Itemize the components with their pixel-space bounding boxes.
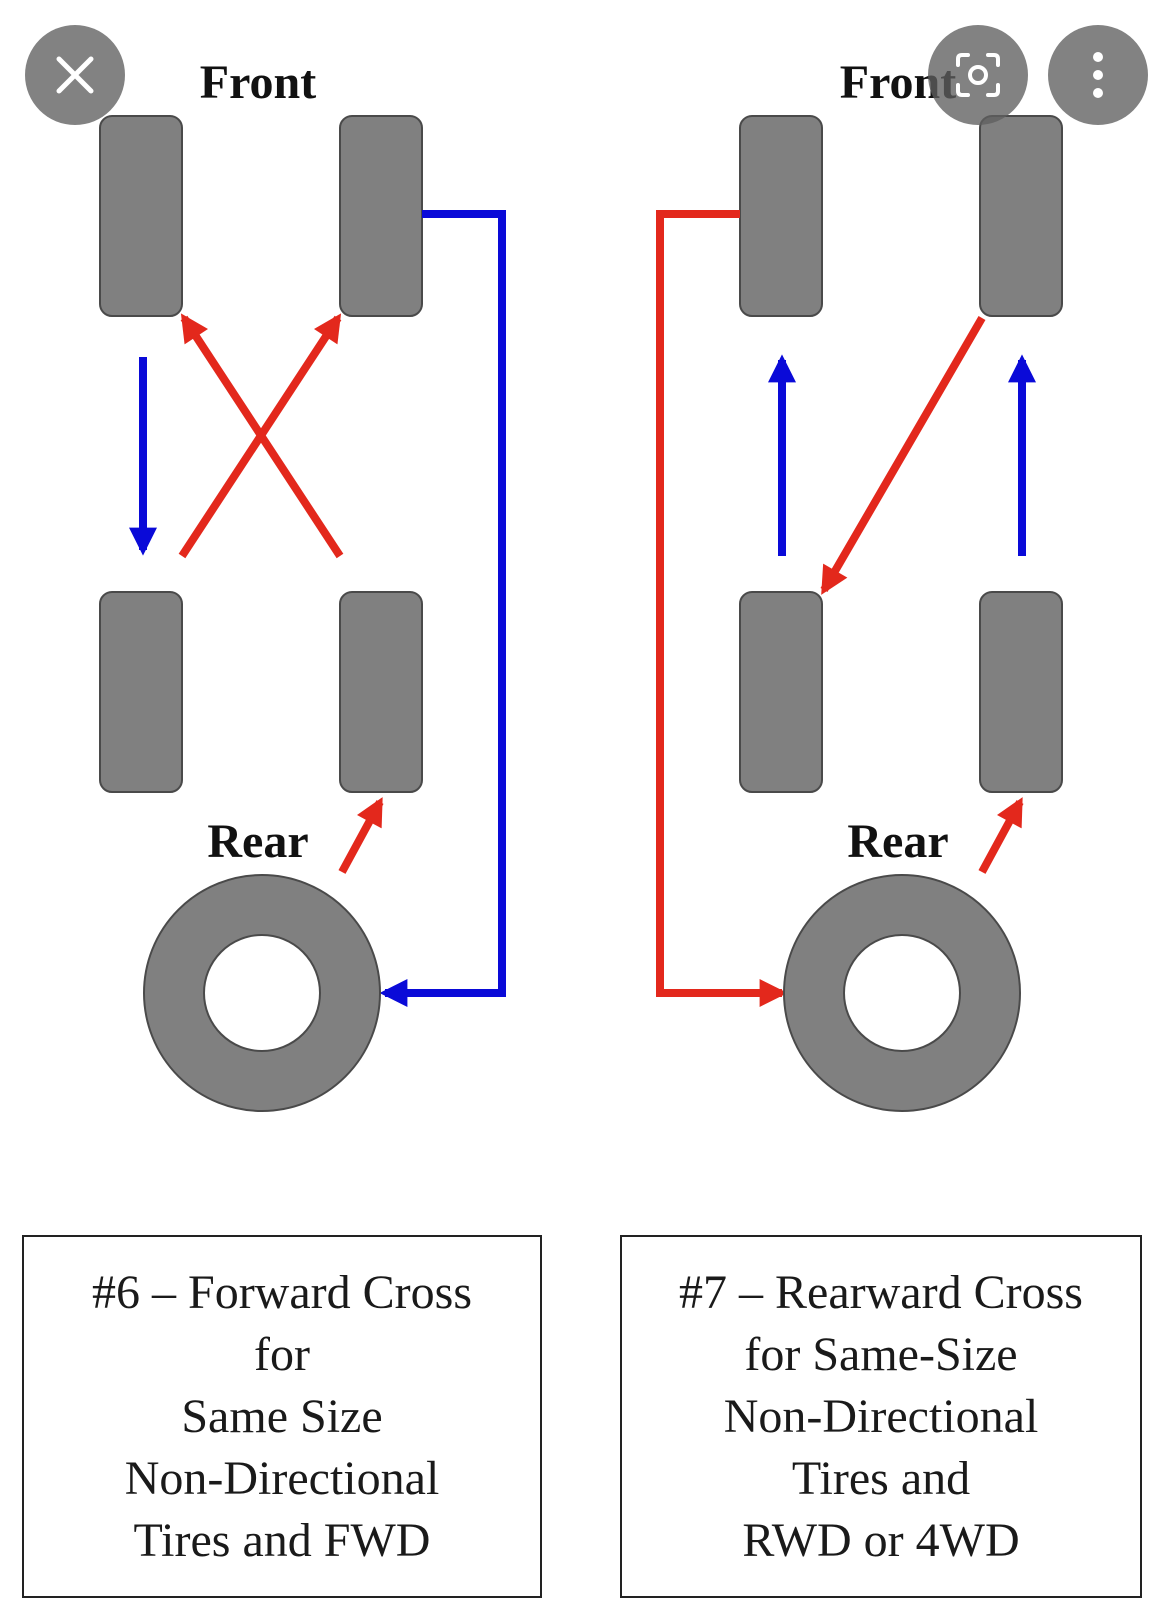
tire-rear-left bbox=[99, 591, 183, 793]
more-options-button[interactable] bbox=[1048, 25, 1148, 125]
caption-line: RWD or 4WD bbox=[742, 1513, 1020, 1567]
more-vert-icon bbox=[1093, 52, 1103, 98]
arrow-front-right-to-rear-left bbox=[820, 315, 986, 595]
diagram-rearward-cross: Front Rear bbox=[656, 56, 1063, 1112]
arrow-rear-left-to-front-right bbox=[178, 313, 342, 559]
tire-front-right bbox=[979, 115, 1063, 317]
caption-forward-cross: #6 – Forward Cross for Same Size Non-Dir… bbox=[22, 1235, 542, 1598]
close-button[interactable] bbox=[25, 25, 125, 125]
diagram-forward-cross: Front Rear bbox=[99, 56, 506, 1112]
caption-line: for Same-Size bbox=[744, 1327, 1018, 1381]
arrow-front-left-to-spare bbox=[656, 210, 788, 1007]
front-label: Front bbox=[200, 56, 316, 109]
arrow-spare-to-rear-right bbox=[978, 797, 1024, 874]
rear-label: Rear bbox=[207, 815, 308, 868]
caption-line: Tires and bbox=[791, 1451, 971, 1505]
caption-line: #7 – Rearward Cross bbox=[679, 1265, 1083, 1319]
tire-front-right bbox=[339, 115, 423, 317]
caption-rearward-cross: #7 – Rearward Cross for Same-Size Non-Di… bbox=[620, 1235, 1142, 1598]
caption-line: Same Size bbox=[181, 1389, 383, 1443]
tire-rear-right bbox=[979, 591, 1063, 793]
tire-front-left bbox=[739, 115, 823, 317]
lens-button[interactable] bbox=[928, 25, 1028, 125]
caption-line: #6 – Forward Cross bbox=[92, 1265, 472, 1319]
spare-tire-hub bbox=[843, 934, 961, 1052]
tire-rear-left bbox=[739, 591, 823, 793]
rear-label: Rear bbox=[847, 815, 948, 868]
tire-front-left bbox=[99, 115, 183, 317]
caption-line: Non-Directional bbox=[124, 1451, 440, 1505]
caption-line: Tires and FWD bbox=[133, 1513, 431, 1567]
caption-line: for bbox=[254, 1327, 310, 1381]
lens-icon bbox=[956, 53, 1000, 97]
tire-rear-right bbox=[339, 591, 423, 793]
arrow-front-right-to-spare bbox=[379, 210, 506, 1007]
close-icon bbox=[56, 56, 94, 94]
arrow-spare-to-rear-right bbox=[338, 797, 384, 874]
caption-line: Non-Directional bbox=[723, 1389, 1039, 1443]
spare-tire-hub bbox=[203, 934, 321, 1052]
